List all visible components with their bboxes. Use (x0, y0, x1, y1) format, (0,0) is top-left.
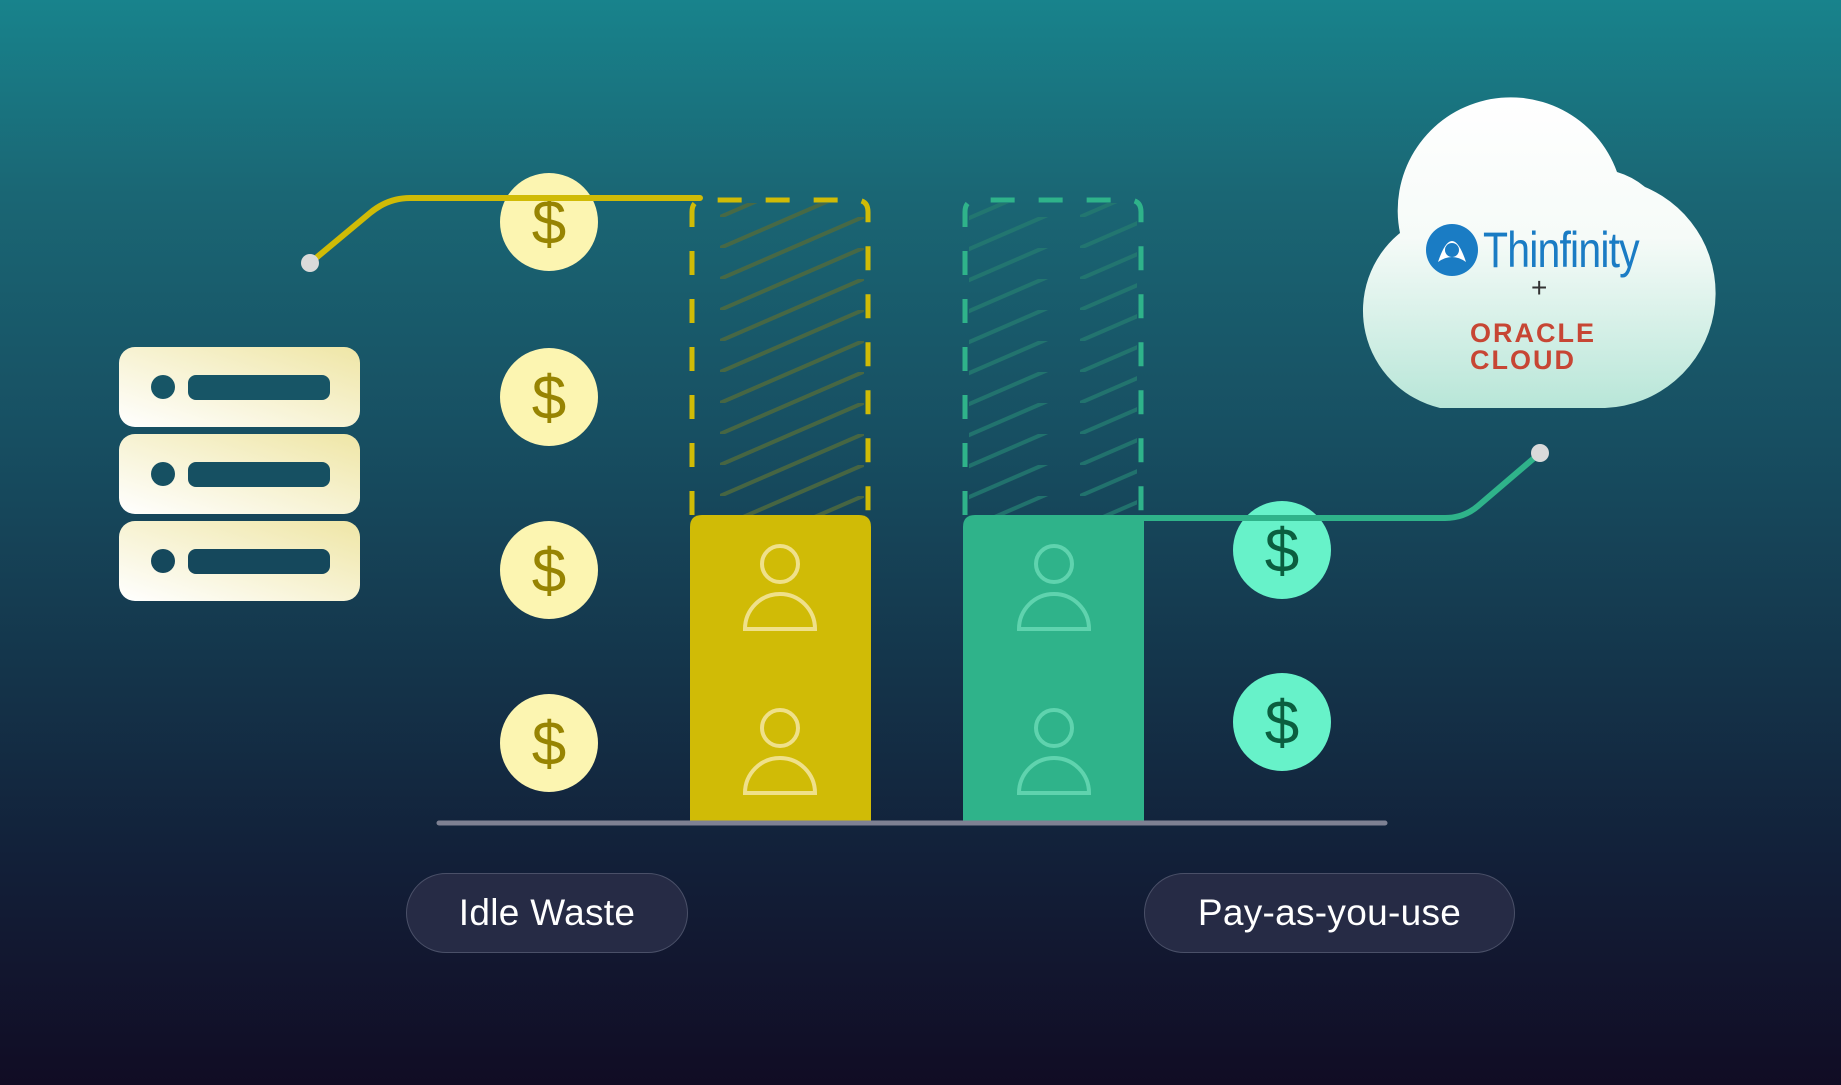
dollar-coin-icon: $ (1233, 673, 1331, 771)
idle-provisioned-capacity (689, 197, 871, 515)
idle-usage-bar (690, 515, 871, 822)
svg-text:$: $ (532, 537, 566, 606)
idle-connector-line (301, 195, 703, 272)
payg-connector-line (1137, 444, 1549, 521)
idle-coins: $ $ $ $ (500, 173, 598, 792)
payg-usage-bar (963, 515, 1144, 822)
svg-text:$: $ (532, 710, 566, 779)
oracle-cloud-wordmark: ORACLE CLOUD (1470, 320, 1596, 374)
svg-text:$: $ (532, 364, 566, 433)
user-icon (742, 544, 818, 631)
plus-sign: + (1531, 272, 1548, 303)
dollar-coin-icon: $ (1233, 501, 1331, 599)
user-icon (1016, 544, 1092, 631)
thinfinity-wordmark: Thinfinity (1483, 222, 1640, 278)
thinfinity-logo-icon (1426, 224, 1478, 276)
dollar-coin-icon: $ (500, 173, 598, 271)
svg-text:$: $ (1265, 689, 1299, 758)
user-icon (1016, 708, 1092, 795)
idle-waste-label: Idle Waste (406, 873, 688, 953)
user-icon (742, 708, 818, 795)
dollar-coin-icon: $ (500, 521, 598, 619)
connector-dot (1531, 444, 1549, 462)
dollar-coin-icon: $ (500, 694, 598, 792)
dollar-coin-icon: $ (500, 348, 598, 446)
connector-dot (301, 254, 319, 272)
svg-text:$: $ (1265, 517, 1299, 586)
pay-as-you-use-label: Pay-as-you-use (1144, 873, 1515, 953)
payg-coins: $ $ (1233, 501, 1331, 771)
cloud-line: CLOUD (1470, 345, 1576, 375)
payg-provisioned-capacity (962, 197, 1144, 515)
oracle-line: ORACLE (1470, 318, 1596, 348)
server-stack-icon (119, 347, 360, 601)
cloud-icon (1362, 97, 1716, 408)
